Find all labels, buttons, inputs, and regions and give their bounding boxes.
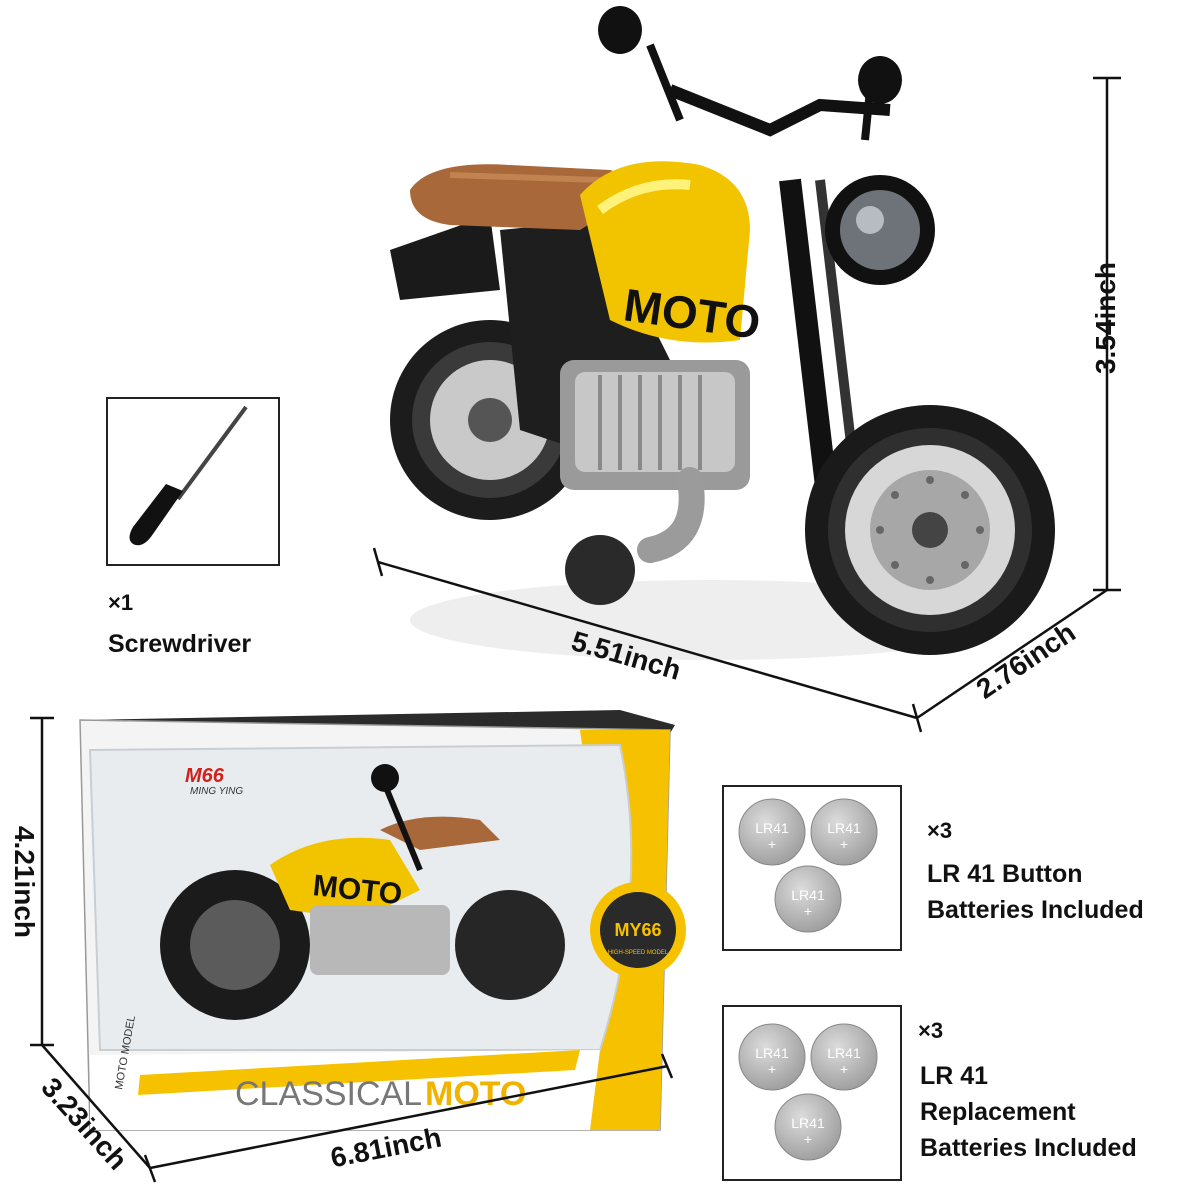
batteries-included-frame: LR41 + LR41 + LR41 + — [722, 785, 902, 951]
svg-text:LR41: LR41 — [827, 1045, 861, 1061]
batteries-included-line1: LR 41 Button — [927, 860, 1083, 888]
svg-text:+: + — [768, 836, 776, 852]
package-brand-name: MING YING — [190, 786, 243, 797]
replacement-cell-3: LR41 + — [774, 1093, 842, 1161]
screwdriver-qty: ×1 — [108, 590, 134, 615]
package-badge-sub: HIGH-SPEED MODEL — [608, 950, 669, 956]
screwdriver-frame — [106, 397, 280, 566]
svg-text:LR41: LR41 — [791, 887, 825, 903]
replacement-cell-2: LR41 + — [810, 1023, 878, 1091]
svg-text:LR41: LR41 — [755, 820, 789, 836]
package-box: MOTO MY66 HIGH-SPEED MODEL M66 MING YING… — [79, 710, 686, 1131]
package-badge-text: MY66 — [614, 920, 661, 940]
svg-text:+: + — [804, 1131, 812, 1147]
dimension-lines-bike — [372, 76, 1121, 733]
batteries-replacement-line3: Batteries Included — [920, 1134, 1137, 1162]
replacement-cell-1: LR41 + — [738, 1023, 806, 1091]
batteries-included-qty: ×3 — [927, 818, 953, 843]
svg-text:LR41: LR41 — [755, 1045, 789, 1061]
battery-cell-3: LR41 + — [774, 865, 842, 933]
package-brand-logo: M66 — [185, 765, 225, 787]
batteries-replacement-frame: LR41 + LR41 + LR41 + — [722, 1005, 902, 1181]
batteries-replacement-line1: LR 41 — [920, 1062, 989, 1090]
dim-height-label: 3.54inch — [1090, 261, 1122, 375]
batteries-replacement-line2: Replacement — [920, 1098, 1076, 1126]
screwdriver-icon — [129, 405, 248, 546]
svg-text:+: + — [768, 1061, 776, 1077]
batteries-included-line2: Batteries Included — [927, 896, 1144, 924]
battery-cell-2: LR41 + — [810, 798, 878, 866]
svg-text:+: + — [840, 1061, 848, 1077]
dimension-lines-box — [30, 716, 674, 1183]
battery-cell-1: LR41 + — [738, 798, 806, 866]
package-title-b: MOTO — [425, 1075, 526, 1113]
motorcycle-photo: MOTO — [390, 6, 1055, 660]
screwdriver-label: Screwdriver — [108, 630, 252, 658]
svg-text:+: + — [804, 903, 812, 919]
svg-text:+: + — [840, 836, 848, 852]
package-title-a: CLASSICAL — [235, 1075, 422, 1113]
batteries-replacement-qty: ×3 — [918, 1018, 944, 1043]
svg-text:LR41: LR41 — [827, 820, 861, 836]
dim-box-height-label: 4.21inch — [9, 825, 41, 939]
svg-text:LR41: LR41 — [791, 1115, 825, 1131]
